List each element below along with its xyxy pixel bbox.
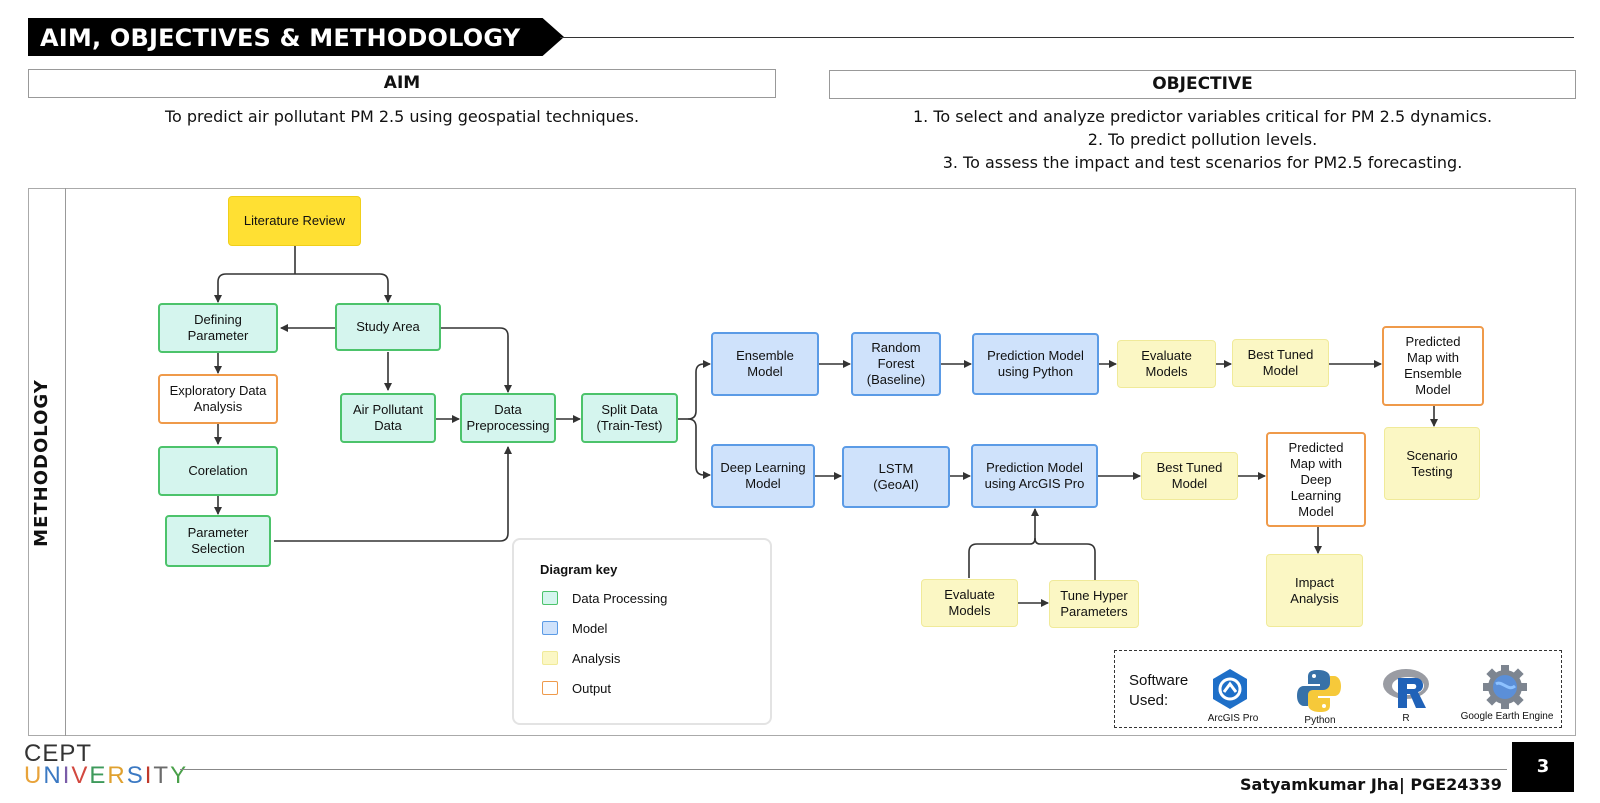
key-swatch-model — [542, 621, 558, 635]
software-name-python: Python — [1304, 715, 1336, 726]
title-divider — [560, 37, 1574, 38]
google-earth-engine-icon — [1483, 665, 1527, 709]
software-used-box — [1114, 650, 1562, 728]
node-parameter-selection: Parameter Selection — [165, 515, 271, 567]
key-swatch-analysis — [542, 651, 558, 665]
r-language-icon — [1383, 669, 1429, 708]
methodology-panel — [28, 188, 1576, 736]
node-evaluate-models-1: Evaluate Models — [1117, 340, 1216, 388]
node-defining-parameter: Defining Parameter — [158, 303, 278, 353]
node-tune-hyper-parameters: Tune Hyper Parameters — [1049, 580, 1139, 628]
node-lstm: LSTM (GeoAI) — [842, 446, 950, 508]
node-air-pollutant-data: Air Pollutant Data — [340, 393, 436, 443]
diagram-key-title: Diagram key — [540, 562, 618, 577]
python-icon — [1297, 670, 1341, 712]
node-impact-analysis: Impact Analysis — [1266, 554, 1363, 627]
node-scenario-testing: Scenario Testing — [1384, 427, 1480, 500]
cept-logo-line1: CEPT — [24, 740, 93, 767]
node-prediction-arcgis: Prediction Model using ArcGIS Pro — [971, 444, 1098, 508]
key-swatch-data-processing — [542, 591, 558, 605]
node-literature-review: Literature Review — [228, 196, 361, 246]
methodology-sidebar — [28, 188, 66, 736]
objective-item-3: 3. To assess the impact and test scenari… — [942, 153, 1463, 172]
node-data-preprocessing: Data Preprocessing — [460, 393, 556, 443]
key-label-data-processing: Data Processing — [572, 591, 668, 606]
cept-logo-line2: UNIVERSITY — [24, 762, 189, 789]
arcgis-pro-icon — [1213, 669, 1247, 709]
node-split-data: Split Data (Train-Test) — [581, 393, 678, 443]
node-best-tuned-model-1: Best Tuned Model — [1232, 339, 1329, 387]
key-label-analysis: Analysis — [572, 651, 621, 666]
objective-heading: OBJECTIVE — [829, 70, 1576, 99]
node-evaluate-models-2: Evaluate Models — [921, 579, 1018, 627]
node-deep-learning-model: Deep Learning Model — [711, 444, 815, 508]
objective-item-2: 2. To predict pollution levels. — [1087, 130, 1318, 149]
page-number: 3 — [1512, 742, 1574, 792]
node-predicted-map-deep: Predicted Map with Deep Learning Model — [1266, 432, 1366, 527]
node-study-area: Study Area — [335, 303, 441, 351]
software-name-r: R — [1402, 713, 1410, 724]
page-title: AIM, OBJECTIVES & METHODOLOGY — [28, 18, 564, 56]
node-predicted-map-ensemble: Predicted Map with Ensemble Model — [1382, 326, 1484, 406]
software-used-label: Software Used: — [1129, 672, 1189, 709]
node-ensemble-model: Ensemble Model — [711, 332, 819, 396]
node-prediction-python: Prediction Model using Python — [972, 333, 1099, 395]
node-random-forest: Random Forest (Baseline) — [851, 332, 941, 396]
software-name-gee: Google Earth Engine — [1460, 711, 1554, 722]
author-id: Satyamkumar Jha| PGE24339 — [1240, 775, 1502, 794]
aim-heading: AIM — [28, 69, 776, 98]
key-label-model: Model — [572, 621, 608, 636]
node-exploratory-data-analysis: Exploratory Data Analysis — [158, 374, 278, 424]
footer-divider — [180, 769, 1507, 770]
key-label-output: Output — [572, 681, 612, 696]
software-name-arcgis: ArcGIS Pro — [1207, 713, 1259, 724]
node-best-tuned-model-2: Best Tuned Model — [1141, 452, 1238, 500]
node-corelation: Corelation — [158, 446, 278, 496]
objective-item-1: 1. To select and analyze predictor varia… — [912, 107, 1493, 126]
key-swatch-output — [542, 681, 558, 695]
aim-text: To predict air pollutant PM 2.5 using ge… — [164, 107, 640, 126]
